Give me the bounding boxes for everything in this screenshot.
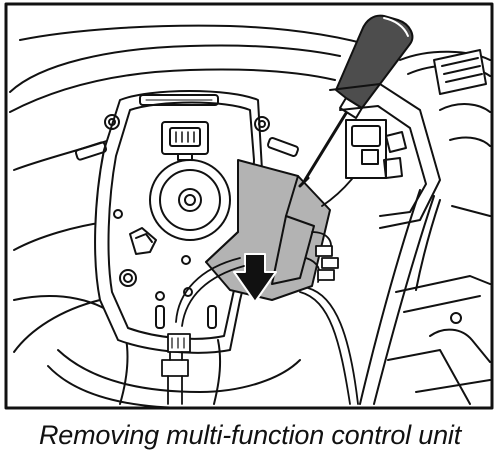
dashboard-trim [359, 189, 491, 405]
figure-caption: Removing multi-function control unit [39, 420, 461, 450]
dashboard-vent [399, 49, 491, 147]
multi-function-control-unit [205, 159, 331, 301]
airbag-connector [161, 121, 209, 161]
removal-arrow [233, 253, 277, 303]
retaining-clip [129, 227, 157, 255]
steering-column-shroud [329, 83, 441, 229]
screwdriver [298, 14, 414, 188]
steering-wheel-rim [9, 44, 341, 93]
technical-illustration [4, 2, 494, 410]
center-bolt [149, 159, 231, 241]
